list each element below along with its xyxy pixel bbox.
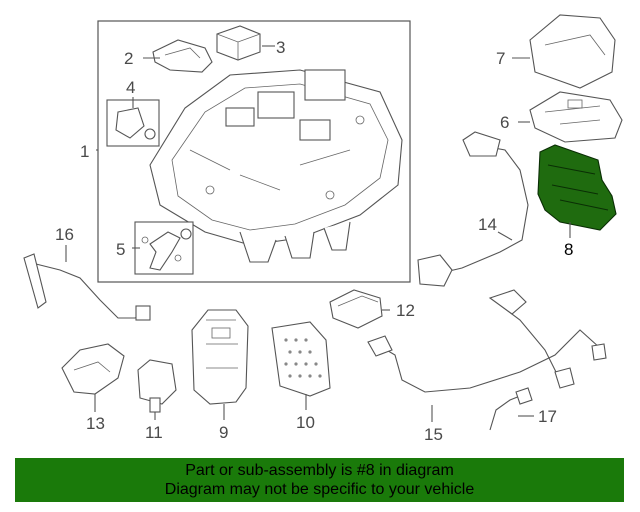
part-17-sensor[interactable] bbox=[489, 387, 533, 431]
part-notice-banner: Part or sub-assembly is #8 in diagram Di… bbox=[15, 458, 624, 502]
leader-lines bbox=[65, 45, 571, 422]
callout-4: 4 bbox=[126, 78, 135, 97]
callout-14: 14 bbox=[478, 215, 497, 234]
callout-1: 1 bbox=[80, 142, 89, 161]
part-7-cover[interactable] bbox=[529, 14, 616, 89]
callout-2: 2 bbox=[124, 49, 133, 68]
diagram-disclaimer-line: Diagram may not be specific to your vehi… bbox=[164, 481, 475, 498]
callout-11: 11 bbox=[145, 423, 163, 442]
part-12-module[interactable] bbox=[329, 289, 383, 329]
part-2-bracket[interactable] bbox=[152, 39, 213, 73]
part-6-module[interactable] bbox=[529, 91, 623, 143]
callout-3: 3 bbox=[276, 38, 285, 57]
part-9-valve[interactable] bbox=[191, 309, 249, 405]
callout-9: 9 bbox=[219, 423, 228, 442]
part-3-module[interactable] bbox=[216, 25, 261, 61]
callout-10: 10 bbox=[296, 413, 315, 432]
parts-diagram: 1 2 3 4 5 6 7 8 9 10 11 12 13 14 15 16 1… bbox=[23, 14, 623, 444]
callout-8: 8 bbox=[564, 240, 573, 259]
callout-5: 5 bbox=[116, 240, 125, 259]
callout-17: 17 bbox=[538, 407, 557, 426]
callout-6: 6 bbox=[500, 113, 509, 132]
callout-13: 13 bbox=[86, 414, 105, 433]
part-14-harness[interactable] bbox=[417, 131, 529, 287]
part-16-sensor-wire[interactable] bbox=[23, 253, 151, 321]
part-13-bracket[interactable] bbox=[61, 343, 125, 395]
part-15-wiring-harness[interactable] bbox=[367, 289, 607, 393]
callout-7: 7 bbox=[496, 49, 505, 68]
part-11-module[interactable] bbox=[137, 359, 177, 413]
callout-16: 16 bbox=[55, 225, 74, 244]
part-4-sensor[interactable] bbox=[106, 99, 160, 147]
part-5-fitting[interactable] bbox=[134, 221, 194, 275]
part-8-highlighted-module[interactable] bbox=[537, 144, 617, 231]
part-notice-line: Part or sub-assembly is #8 in diagram bbox=[185, 462, 454, 479]
callout-12: 12 bbox=[396, 301, 415, 320]
callout-15: 15 bbox=[424, 425, 443, 444]
assembly-frame bbox=[97, 20, 411, 283]
part-1-inverter-body[interactable] bbox=[149, 69, 403, 263]
part-10-heat-shield[interactable] bbox=[271, 321, 331, 397]
